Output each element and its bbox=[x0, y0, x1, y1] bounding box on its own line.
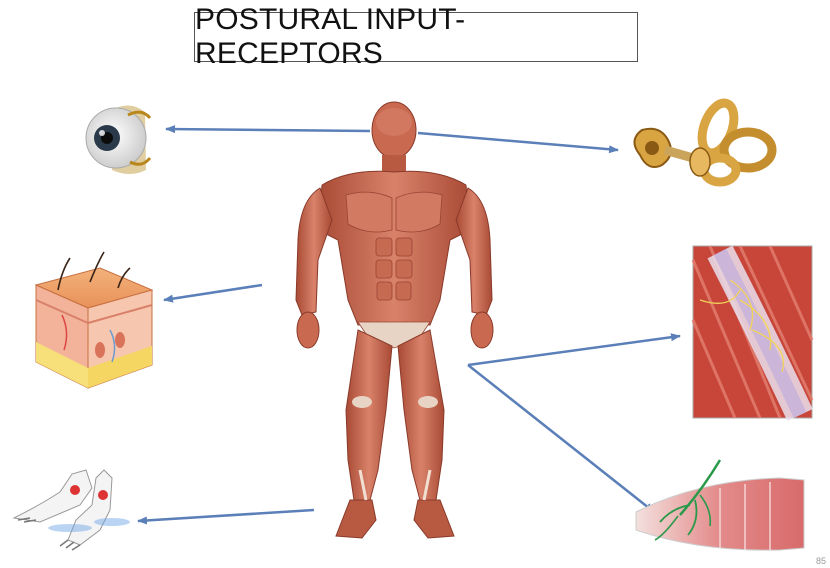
tendon-organ-icon bbox=[636, 460, 804, 550]
inner-ear-icon bbox=[634, 99, 772, 182]
skin-icon bbox=[36, 252, 152, 388]
arrow-to-skin bbox=[164, 285, 262, 300]
human-muscle-figure bbox=[296, 102, 493, 538]
muscle-spindle-icon bbox=[693, 246, 812, 418]
arrow-to-eye bbox=[166, 129, 370, 131]
arrow-to-tendon bbox=[468, 365, 654, 512]
arrow-to-ear bbox=[418, 133, 618, 150]
eye-icon bbox=[86, 105, 150, 174]
foot-icon bbox=[14, 470, 130, 550]
page-number: 85 bbox=[816, 556, 826, 566]
arrow-to-spindle bbox=[468, 336, 680, 365]
arrow-to-foot bbox=[138, 510, 314, 521]
